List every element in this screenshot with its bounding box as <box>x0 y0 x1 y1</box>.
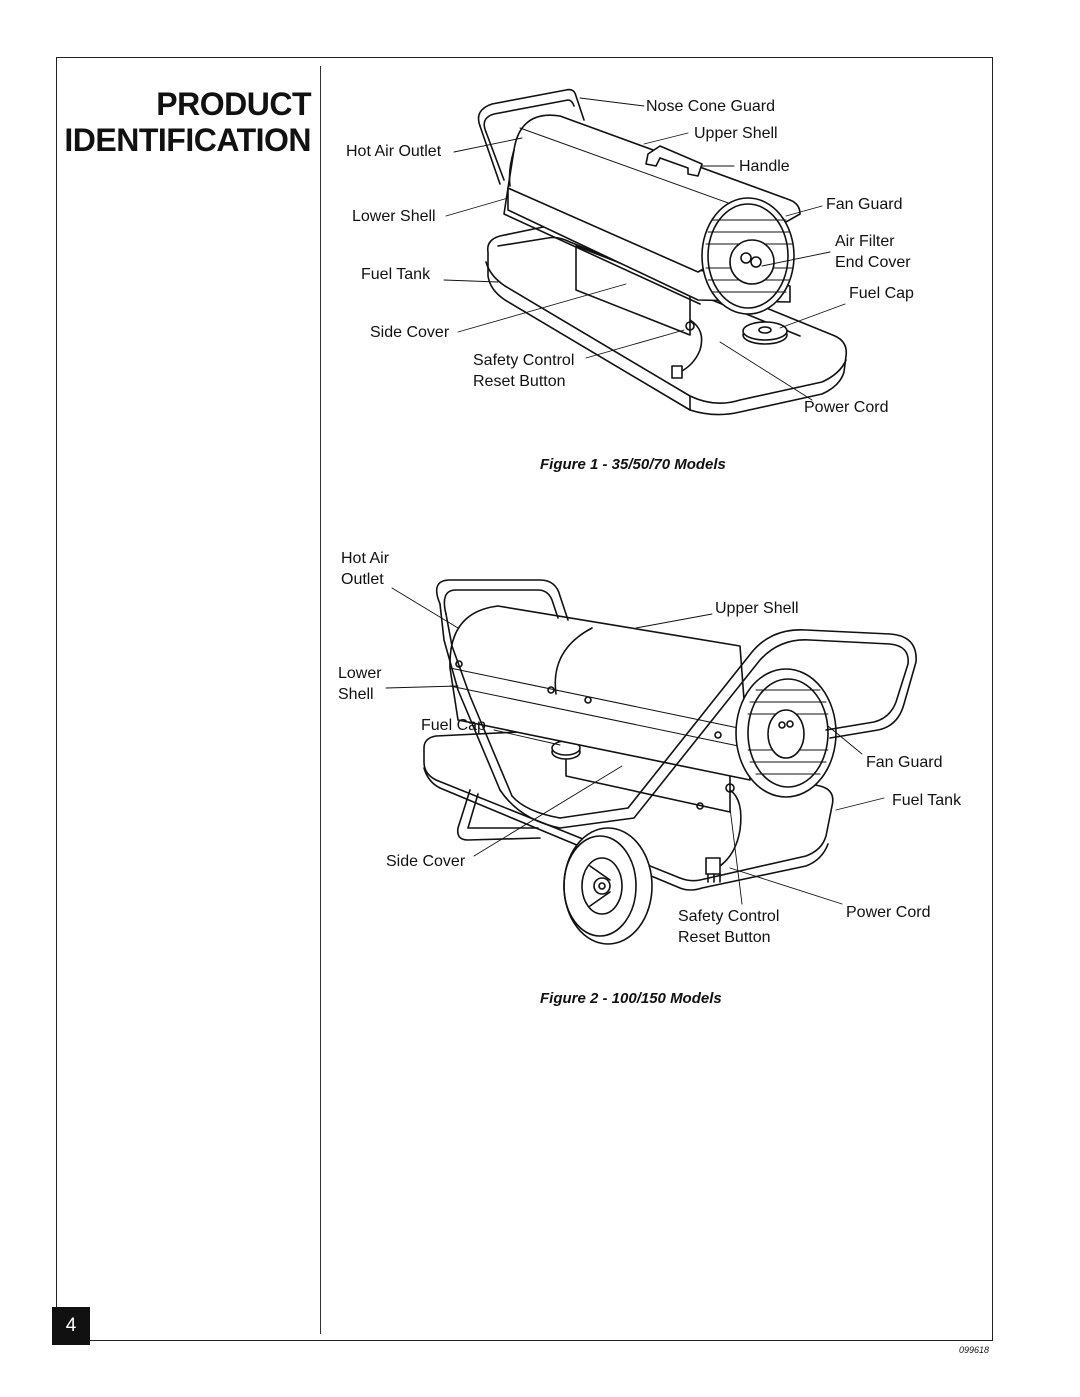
label-fuel-tank-2: Fuel Tank <box>892 792 962 809</box>
figure-2-caption: Figure 2 - 100/150 Models <box>540 990 722 1007</box>
label-side-cover-2: Side Cover <box>386 853 466 870</box>
label-lower-2: Shell <box>338 686 374 703</box>
label-hot-air-outlet: Hot Air Outlet <box>346 143 442 160</box>
page-frame <box>56 57 993 1341</box>
label-air-filter-2: End Cover <box>835 254 911 271</box>
label-hot-air-2: Outlet <box>341 571 384 588</box>
label-power-cord: Power Cord <box>804 399 889 416</box>
label-upper-shell-2: Upper Shell <box>715 600 799 617</box>
page-title: PRODUCT IDENTIFICATION <box>64 86 311 158</box>
title-line-2: IDENTIFICATION <box>64 122 311 158</box>
label-safety-control-2-2: Reset Button <box>678 929 771 946</box>
label-fuel-cap-2: Fuel Cap <box>421 717 486 734</box>
document-code: 099618 <box>959 1345 990 1355</box>
label-power-cord-2: Power Cord <box>846 904 931 921</box>
title-line-1: PRODUCT <box>156 86 311 122</box>
label-fan-guard-2: Fan Guard <box>866 754 943 771</box>
label-lower-1: Lower <box>338 665 382 682</box>
label-fan-guard: Fan Guard <box>826 196 903 213</box>
label-safety-control-2-1: Safety Control <box>678 908 780 925</box>
label-hot-air-1: Hot Air <box>341 550 390 567</box>
label-safety-control-2: Reset Button <box>473 373 566 390</box>
label-handle: Handle <box>739 158 790 175</box>
figure-1-caption: Figure 1 - 35/50/70 Models <box>540 456 726 473</box>
page-number: 4 <box>52 1307 90 1345</box>
label-nose-cone-guard: Nose Cone Guard <box>646 98 775 115</box>
label-safety-control-1: Safety Control <box>473 352 575 369</box>
label-lower-shell: Lower Shell <box>352 208 436 225</box>
label-fuel-tank: Fuel Tank <box>361 266 431 283</box>
label-side-cover: Side Cover <box>370 324 450 341</box>
label-upper-shell: Upper Shell <box>694 125 778 142</box>
label-air-filter-1: Air Filter <box>835 233 895 250</box>
label-fuel-cap: Fuel Cap <box>849 285 914 302</box>
column-divider <box>320 66 321 1334</box>
